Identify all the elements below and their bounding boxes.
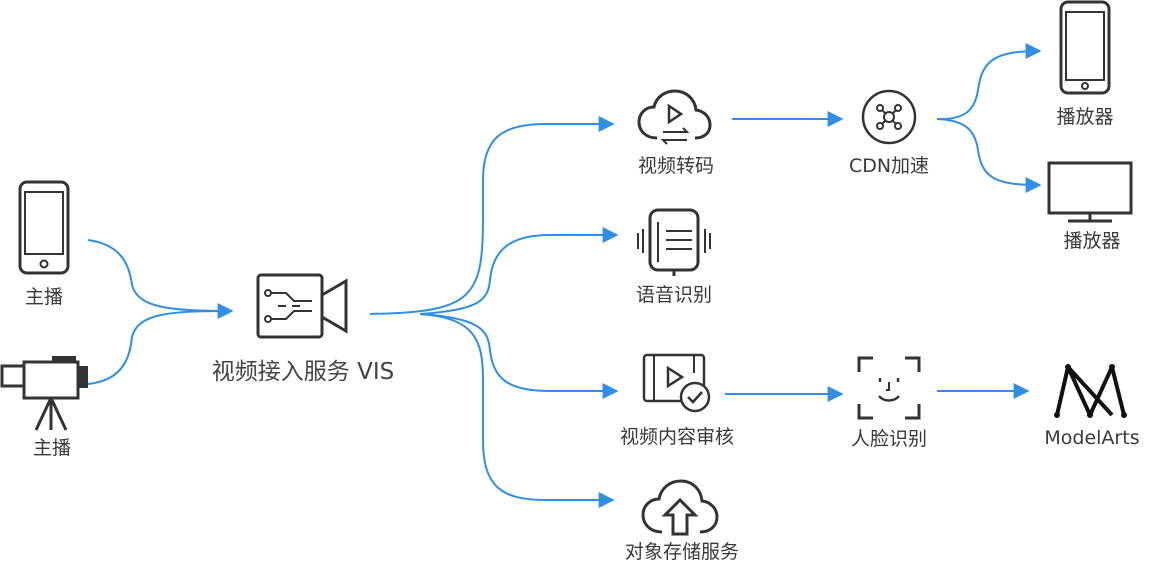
network-hub-icon [861,89,917,145]
microphone-icon [637,208,711,276]
arrow-cdn-to-player-phone [936,43,1042,121]
vis-hub-label: 视频接入服务 VIS [211,359,395,385]
modelarts-label: ModelArts [1044,427,1140,449]
arrow-camera-to-vis [87,310,233,385]
service-storage-label: 对象存储服务 [624,541,740,563]
service-transcode-label: 视频转码 [637,155,715,177]
player-phone-label: 播放器 [1056,106,1114,128]
player-monitor-label: 播放器 [1063,230,1121,252]
video-camera-icon [0,356,88,431]
arrow-vis-to-moderation [419,313,619,399]
arrow-vis-to-storage [419,313,615,508]
face-label: 人脸识别 [850,428,928,450]
monitor-icon [1047,161,1133,223]
face-recognition-icon [857,356,921,420]
cdn-label: CDN加速 [848,155,930,177]
cloud-video-transcode-icon [637,89,712,145]
smartphone-icon [1059,0,1111,95]
video-access-icon [256,273,348,339]
arrow-vis-to-transcode [369,116,615,315]
arrow-vis-to-speech [419,227,619,315]
arrow-cdn-to-player-monitor [936,118,1042,193]
modelarts-logo-icon [1054,364,1127,418]
smartphone-icon [18,180,70,275]
service-speech-label: 语音识别 [635,284,713,306]
cloud-upload-icon [641,479,719,536]
video-review-icon [642,353,711,413]
arrow-phone-to-vis [87,239,234,319]
service-moderation-label: 视频内容审核 [619,426,735,448]
source-camera-label: 主播 [32,437,72,459]
source-phone-label: 主播 [24,286,64,308]
